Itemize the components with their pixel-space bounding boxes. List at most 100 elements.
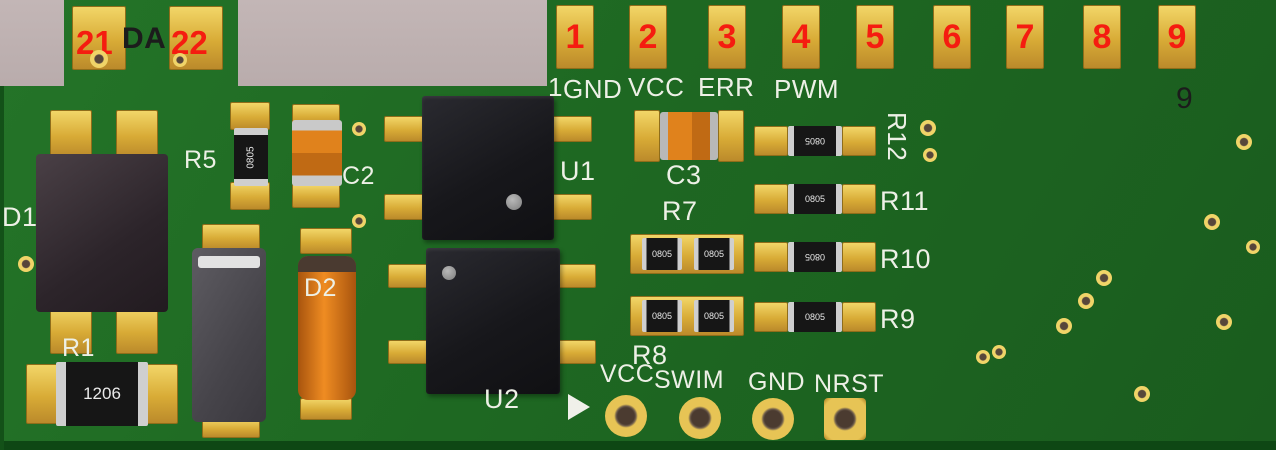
u2-pad xyxy=(554,264,596,288)
r10-marking: 0805 xyxy=(804,252,826,262)
r12-pad xyxy=(842,126,876,156)
r9-pad xyxy=(842,302,876,332)
u1-pad xyxy=(550,194,592,220)
d1-pad xyxy=(116,110,158,158)
pin-2-number: 2 xyxy=(638,18,658,56)
silk-pin1-mark: 1 xyxy=(548,72,563,102)
via xyxy=(1204,214,1220,230)
silk-label-r1: R1 xyxy=(62,334,95,362)
via xyxy=(1246,240,1260,254)
component-r9-body[interactable]: 0805 xyxy=(788,302,842,332)
smd-marking: 0805 xyxy=(703,311,725,321)
via xyxy=(352,122,366,136)
silk-corner-9: 9 xyxy=(1176,82,1194,115)
component-smd-body[interactable]: 0805 xyxy=(694,300,734,332)
component-smd-body[interactable]: 0805 xyxy=(694,238,734,270)
component-c2-body[interactable] xyxy=(292,120,342,186)
board-bottom-edge xyxy=(0,441,1276,450)
via xyxy=(1096,270,1112,286)
silk-label-u1: U1 xyxy=(560,156,596,186)
u2-pad xyxy=(388,264,430,288)
u2-pad xyxy=(554,340,596,364)
smd-marking: 0805 xyxy=(703,249,725,259)
silk-label-c3: C3 xyxy=(666,160,702,190)
component-r12-body[interactable]: 0805 xyxy=(788,126,842,156)
cap-stripe xyxy=(198,256,260,268)
d2-band xyxy=(298,256,356,272)
silk-label-r7: R7 xyxy=(662,196,698,226)
d2-pad xyxy=(300,398,352,420)
header-pad-8: 8 xyxy=(1083,5,1121,69)
r12-marking: 0805 xyxy=(804,136,826,146)
component-r5-body[interactable]: 0805 xyxy=(234,128,268,186)
header-pad-6: 6 xyxy=(933,5,971,69)
header-pad-4: 4 xyxy=(782,5,820,69)
silk-vcc-top: VCC xyxy=(628,72,685,102)
component-u1-body[interactable] xyxy=(422,96,554,240)
d1-pad xyxy=(116,306,158,354)
u1-pad xyxy=(384,116,426,142)
silk-pwm-top: PWM xyxy=(774,74,840,104)
via xyxy=(1134,386,1150,402)
via xyxy=(920,120,936,136)
header-pad-9: 9 xyxy=(1158,5,1196,69)
component-r10-body[interactable]: 0805 xyxy=(788,242,842,272)
connector-name-label: DA xyxy=(122,22,167,55)
via xyxy=(1056,318,1072,334)
component-smd-body[interactable]: 0805 xyxy=(642,238,682,270)
header-pad-5: 5 xyxy=(856,5,894,69)
prog-pad-swim xyxy=(679,397,721,439)
silk-label-u2: U2 xyxy=(484,384,520,414)
r11-pad xyxy=(754,184,788,214)
pin-8-number: 8 xyxy=(1092,18,1112,56)
u1-pad xyxy=(384,194,426,220)
d1-pad xyxy=(50,110,92,158)
via xyxy=(923,148,937,162)
component-c3-body[interactable] xyxy=(660,112,718,160)
header-pad-7: 7 xyxy=(1006,5,1044,69)
via xyxy=(352,214,366,228)
component-d2-body[interactable] xyxy=(298,256,356,400)
pin-6-number: 6 xyxy=(942,18,962,56)
r10-pad xyxy=(754,242,788,272)
silk-label-r8: R8 xyxy=(632,340,668,370)
component-cap-body[interactable] xyxy=(192,248,266,422)
smd-marking: 0805 xyxy=(651,311,673,321)
header-pad-2: 2 xyxy=(629,5,667,69)
component-smd-body[interactable]: 0805 xyxy=(642,300,682,332)
via xyxy=(18,256,34,272)
silk-label-r10: R10 xyxy=(880,244,932,274)
via xyxy=(90,50,108,68)
silk-prog-nrst: NRST xyxy=(814,370,885,398)
u2-pin1-dot xyxy=(442,266,456,280)
silk-gnd-top: GND xyxy=(563,74,623,104)
silk-label-r5: R5 xyxy=(184,146,217,174)
via xyxy=(1236,134,1252,150)
pin-7-number: 7 xyxy=(1015,18,1035,56)
silk-err-top: ERR xyxy=(698,72,755,102)
via xyxy=(1078,293,1094,309)
pin-3-number: 3 xyxy=(717,18,737,56)
r10-pad xyxy=(842,242,876,272)
r12-pad xyxy=(754,126,788,156)
silk-label-r12: R12 xyxy=(882,112,912,162)
component-d1-body[interactable] xyxy=(36,154,168,312)
prog-pad-vcc xyxy=(605,395,647,437)
silk-label-c2: C2 xyxy=(342,162,375,190)
pin-9-number: 9 xyxy=(1167,18,1187,56)
header-pad-3: 3 xyxy=(708,5,746,69)
via xyxy=(173,53,187,67)
r11-marking: 0805 xyxy=(804,194,826,204)
u2-pad xyxy=(388,340,430,364)
c3-pad xyxy=(634,110,660,162)
component-r11-body[interactable]: 0805 xyxy=(788,184,842,214)
via xyxy=(1216,314,1232,330)
u1-pad xyxy=(550,116,592,142)
d2-pad xyxy=(300,228,352,254)
via xyxy=(992,345,1006,359)
component-r1-body[interactable]: 1206 xyxy=(56,362,148,426)
silk-prog-vcc: VCC xyxy=(600,360,655,388)
r5-pad xyxy=(230,182,270,210)
r11-pad xyxy=(842,184,876,214)
